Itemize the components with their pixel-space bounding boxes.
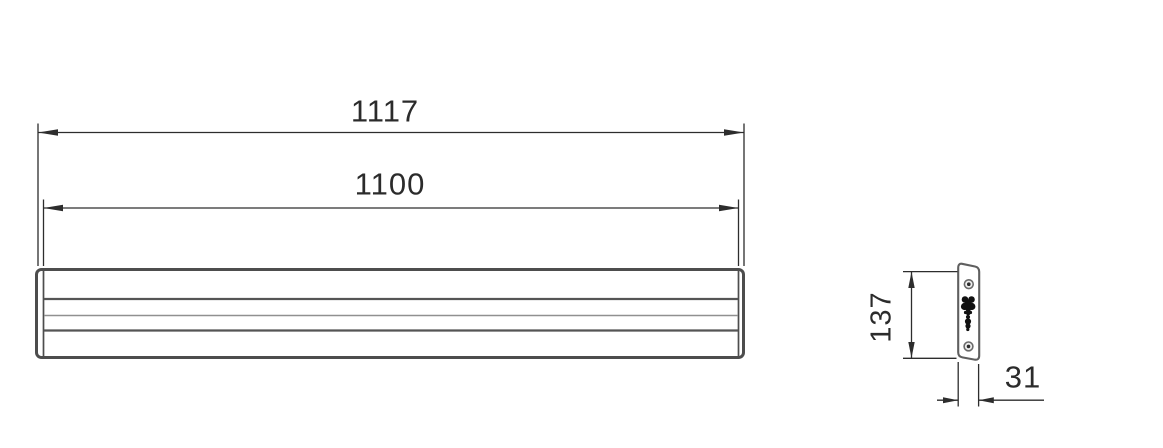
dimension-label-plate-depth: 31 [1004,359,1042,395]
arrowhead-right [724,129,744,136]
overall-width-dimension [37,123,745,266]
screw-hole-bottom-center [966,344,971,349]
arrowhead-inward-right [978,397,994,404]
arrowhead-inward-left [943,397,959,404]
dimension-label-inner-width: 1100 [354,166,426,202]
side-view [957,262,981,361]
dimension-label-plate-height: 137 [865,291,898,343]
keyhole-bracket-icon [960,296,976,332]
plate-height-dimension [903,270,958,359]
arrowhead-right [719,204,739,212]
inner-width-dimension [42,199,740,266]
front-view [35,268,745,359]
arrowhead-down [908,342,915,358]
screw-hole-top-center [967,282,971,287]
plate-depth-dimension [937,362,1044,407]
arrowhead-up [908,271,915,288]
arrowhead-left [43,204,63,212]
dimension-label-overall-width: 1117 [350,93,420,129]
panel-outline [35,268,745,359]
arrowhead-left [38,129,58,136]
